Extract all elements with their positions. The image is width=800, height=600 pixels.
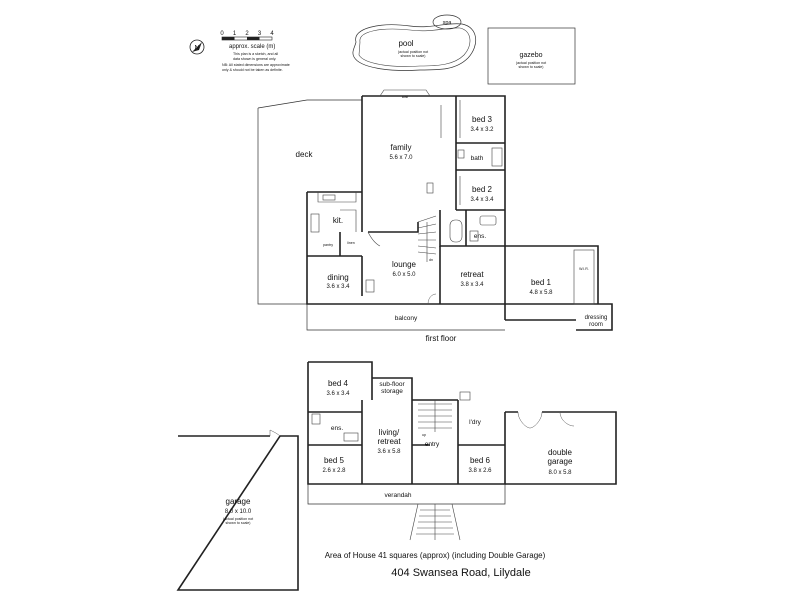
wir-label: W.I.R.: [579, 267, 589, 271]
retreat-size: 3.8 x 3.4: [460, 282, 484, 288]
dressing-line-1: dressing: [585, 315, 608, 321]
ground-floor-plan: bed 4 3.6 x 3.4 sub-floor storage ens. l…: [176, 361, 617, 591]
gazebo: gazebo (actual position not shown to sca…: [487, 27, 576, 85]
dining-name: dining: [327, 273, 348, 282]
wall-label: wall: [402, 95, 408, 99]
first-floor-plan: deck wall family 5.6 x 7.0 bed 3 3.4 x 3…: [257, 89, 613, 343]
scale-caption: approx. scale (m): [229, 44, 275, 50]
pool-label: pool: [398, 39, 413, 48]
pool-note-1: (actual position not: [398, 50, 428, 54]
storage-line-2: storage: [381, 388, 403, 395]
bed6-name: bed 6: [470, 456, 491, 465]
gazebo-note-2: shown to scale): [519, 65, 544, 69]
dg-line-1: double: [548, 448, 573, 457]
scale-2: 2: [245, 31, 249, 37]
dg-size: 8.0 x 5.8: [548, 470, 572, 476]
up-label: up: [422, 433, 426, 437]
ens-name: ens.: [474, 233, 486, 240]
balcony-name: balcony: [395, 315, 418, 322]
family-size: 5.6 x 7.0: [389, 155, 413, 161]
bed5-name: bed 5: [324, 456, 345, 465]
pool-area: spa pool (actual position not shown to s…: [352, 14, 476, 71]
ground-floor-stairs: [418, 400, 452, 432]
bed3-size: 3.4 x 3.2: [470, 127, 494, 133]
note-line-1: This plan is a sketch, and all: [233, 52, 278, 56]
bed1-name: bed 1: [531, 278, 552, 287]
storage-line-1: sub-floor: [379, 381, 405, 388]
first-floor-title: first floor: [426, 334, 457, 343]
address: 404 Swansea Road, Lilydale: [391, 567, 530, 579]
first-floor-stairs: [417, 215, 437, 262]
note-line-4: only & should not be taken as definite.: [222, 68, 283, 72]
bed5-size: 2.6 x 2.8: [322, 468, 346, 474]
note-line-2: data shown is general only.: [233, 57, 276, 61]
bed4-size: 3.6 x 3.4: [326, 391, 350, 397]
north-arrow-icon: N: [189, 39, 205, 55]
entry-name: entry: [425, 441, 440, 448]
bed1-size: 4.8 x 5.8: [529, 290, 553, 296]
scale-0: 0: [220, 31, 224, 37]
dressing-line-2: room: [589, 322, 603, 328]
bath-name: bath: [471, 155, 484, 162]
garage-size: 8.0 x 10.0: [225, 509, 252, 515]
living-line-1: living/: [379, 428, 400, 437]
bed6-size: 3.8 x 2.6: [468, 468, 492, 474]
legend: 0 1 2 3 4 approx. scale (m) N This plan …: [189, 31, 290, 72]
gf-ens-name: ens.: [331, 425, 343, 432]
spa-label: spa: [443, 20, 453, 26]
garage-note-2: shown to scale): [226, 521, 251, 525]
scale-3: 3: [258, 31, 262, 37]
family-name: family: [391, 143, 412, 152]
dn-label: dn: [429, 258, 433, 262]
bed4-name: bed 4: [328, 379, 349, 388]
pool-note-2: shown to scale): [401, 54, 426, 58]
kit-name: kit.: [333, 216, 343, 225]
living-size: 3.6 x 5.8: [377, 449, 401, 455]
north-label: N: [194, 45, 199, 52]
ldry-name: l'dry: [469, 419, 481, 426]
bed2-name: bed 2: [472, 185, 493, 194]
scale-bar: [221, 36, 273, 41]
dg-line-2: garage: [548, 457, 573, 466]
lounge-name: lounge: [392, 260, 417, 269]
scale-1: 1: [233, 31, 237, 37]
scale-4: 4: [270, 31, 274, 37]
linen-label: linen: [347, 241, 355, 245]
lounge-size: 6.0 x 5.0: [392, 272, 416, 278]
dining-size: 3.6 x 3.4: [326, 284, 350, 290]
retreat-name: retreat: [460, 270, 484, 279]
deck-label: deck: [296, 150, 314, 159]
front-steps: [409, 503, 461, 541]
living-line-2: retreat: [377, 437, 401, 446]
garage-name: garage: [226, 497, 251, 506]
area-caption: Area of House 41 squares (approx) (inclu…: [325, 551, 546, 560]
gazebo-label: gazebo: [520, 52, 543, 59]
gazebo-note-1: (actual position not: [516, 61, 546, 65]
garage-note-1: (actual position not: [223, 517, 253, 521]
bed3-name: bed 3: [472, 115, 493, 124]
note-line-3: NB: All stated dimensions are approximat…: [222, 63, 290, 67]
verandah-name: verandah: [384, 492, 411, 499]
bed2-size: 3.4 x 3.4: [470, 197, 494, 203]
pantry-label: pantry: [323, 243, 333, 247]
